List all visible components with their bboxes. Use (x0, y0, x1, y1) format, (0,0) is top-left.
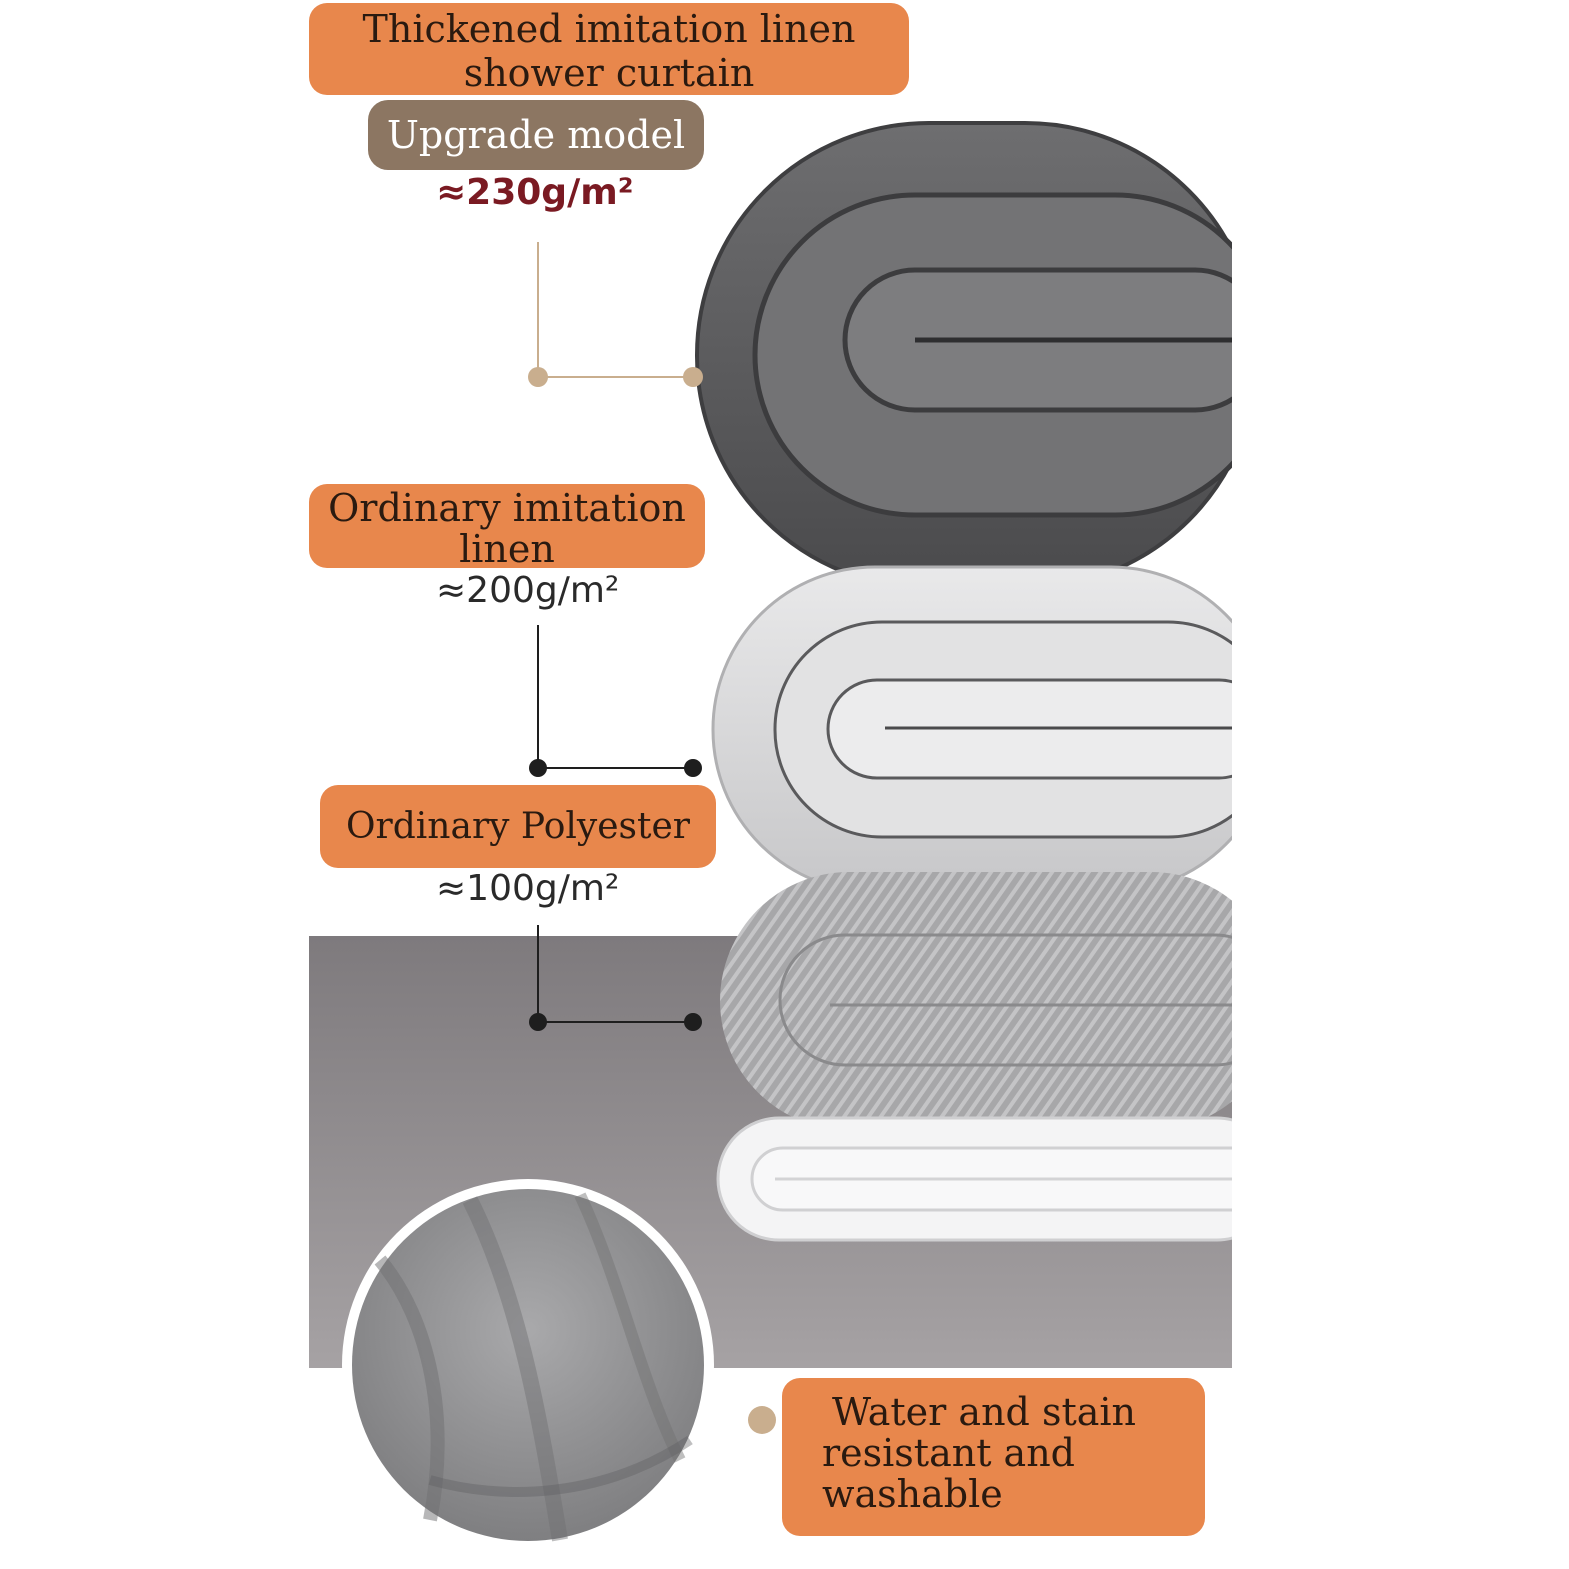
weight-200: ≈200g/m² (436, 570, 620, 611)
label-water-line2: resistant and (822, 1431, 1076, 1475)
roll-ordinary-linen (711, 565, 1232, 894)
connector-100 (529, 925, 702, 1031)
label-ordinary-polyester: Ordinary Polyester (320, 785, 716, 868)
label-ordinary-linen-line2: linen (459, 527, 555, 571)
roll-thickened-linen (695, 121, 1232, 590)
label-upgrade-model: Upgrade model (368, 100, 704, 170)
label-upgrade-text: Upgrade model (386, 113, 686, 157)
label-water-stain: Water and stain resistant and washable (782, 1378, 1205, 1536)
roll-white (716, 1116, 1232, 1242)
label-ordinary-linen: Ordinary imitation linen (309, 484, 705, 571)
roll-ordinary-polyester (720, 872, 1232, 1130)
label-thickened-linen: Thickened imitation linen shower curtain (309, 3, 909, 95)
connector-230 (528, 242, 703, 387)
weight-230: ≈230g/m² (436, 172, 634, 213)
water-bullet-dot (748, 1406, 776, 1434)
label-thickened-line1: Thickened imitation linen (362, 7, 856, 51)
label-ordinary-linen-line1: Ordinary imitation (328, 486, 686, 530)
connector-200 (529, 625, 702, 777)
fabric-closeup-circle (342, 1179, 714, 1551)
label-water-line1: Water and stain (832, 1390, 1136, 1434)
label-thickened-line2: shower curtain (463, 51, 755, 95)
label-water-line3: washable (822, 1472, 1003, 1516)
label-polyester-text: Ordinary Polyester (346, 806, 690, 847)
weight-100: ≈100g/m² (436, 868, 620, 909)
